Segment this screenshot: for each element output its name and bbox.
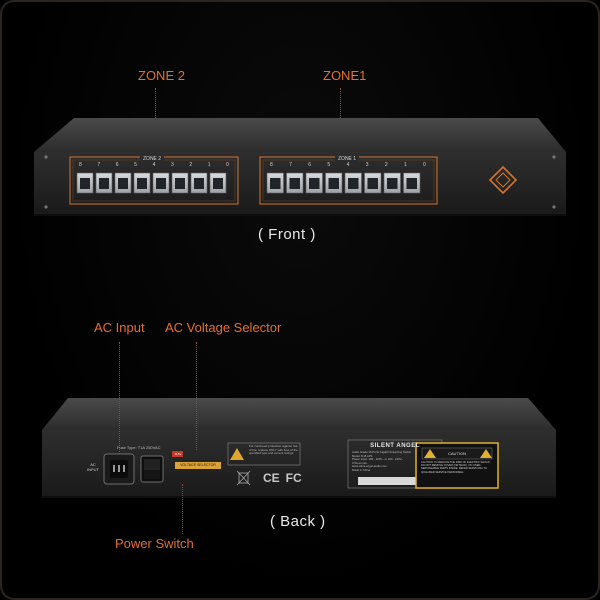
- ethernet-port-opening: [80, 178, 90, 189]
- ac-input-callout: AC Input: [94, 320, 145, 335]
- port-number: 0: [226, 162, 229, 168]
- voltage-selector-callout: AC Voltage Selector: [165, 320, 282, 335]
- product-info-line: Power Input: 100 - 120V~ or 220 - 240V~: [352, 457, 404, 462]
- voltage-selector-text: VOLTAGE SELECTOR: [180, 463, 216, 467]
- zone2-port-numbers: 8 7 6 5 4 3 2 1 0: [79, 162, 229, 168]
- ac-input-label: AC INPUT: [87, 462, 99, 472]
- ethernet-port-opening: [156, 178, 166, 189]
- ethernet-port-opening: [137, 178, 147, 189]
- port-number: 6: [115, 162, 119, 168]
- ethernet-port-opening: [99, 178, 109, 189]
- brand-logo: [488, 165, 518, 195]
- ethernet-port-opening: [406, 178, 417, 189]
- fuse-warning-label: [227, 442, 301, 466]
- port-number: 8: [270, 162, 273, 168]
- voltage-setting-value: 115V: [174, 452, 182, 456]
- certification-mark: CE: [263, 471, 280, 485]
- zone1-panel-label: ZONE 1: [335, 156, 360, 162]
- ethernet-port-opening: [175, 178, 185, 189]
- port-number: 5: [327, 162, 331, 168]
- zone2-panel-label: ZONE 2: [140, 156, 165, 162]
- ethernet-port-opening: [367, 178, 378, 189]
- certification-mark: FC: [285, 471, 302, 485]
- port-number: 4: [346, 162, 350, 168]
- product-info-line: 0.5A at max.: [352, 460, 368, 465]
- port-number: 4: [152, 162, 156, 168]
- power-switch-leader-line: [182, 484, 183, 534]
- fuse-warning-text: For continued protection against risk of…: [249, 445, 298, 456]
- port-number: 3: [365, 162, 369, 168]
- front-caption: ( Front ): [258, 226, 316, 243]
- voltage-selector-switch: [172, 451, 183, 457]
- port-number: 3: [170, 162, 174, 168]
- port-number: 8: [79, 162, 82, 168]
- caution-label: [415, 442, 499, 489]
- ethernet-port-opening: [289, 178, 300, 189]
- ethernet-port-opening: [328, 178, 339, 189]
- port-number: 1: [207, 162, 211, 168]
- caution-text: CAUTION: TO REDUCE THE RISK OF ELECTRIC …: [421, 461, 491, 474]
- serial-number-field: [358, 477, 434, 485]
- product-info-line: www.silent-angel-audio.com: [352, 464, 387, 469]
- certification-marks: CE FC: [263, 471, 302, 485]
- product-info-line: Made in China: [352, 467, 371, 472]
- ethernet-port-opening: [194, 178, 204, 189]
- back-caption: ( Back ): [270, 513, 326, 530]
- zone2-ethernet-ports: [76, 172, 227, 194]
- ethernet-port-opening: [213, 178, 223, 189]
- ethernet-port-opening: [387, 178, 398, 189]
- brand-name: SILENT ANGEL: [370, 443, 420, 449]
- zone1-callout: ZONE1: [323, 68, 367, 83]
- port-number: 0: [423, 162, 426, 168]
- ethernet-port-opening: [348, 178, 359, 189]
- port-number: 1: [403, 162, 407, 168]
- port-number: 6: [308, 162, 312, 168]
- product-info-line: Audio Grade 16 Ports Gigabit Streaming S…: [352, 451, 412, 454]
- port-number: 2: [384, 162, 388, 168]
- voltage-selector-leader-line: [196, 342, 197, 450]
- zone1-ethernet-ports: [266, 172, 421, 194]
- port-number: 7: [289, 162, 292, 168]
- caution-title: CAUTION: [448, 451, 466, 456]
- ac-input-socket: [103, 453, 135, 485]
- port-number: 5: [134, 162, 137, 168]
- zone2-callout: ZONE 2: [138, 68, 185, 83]
- voltage-selector-plate: [175, 462, 221, 469]
- fuse-type-label: Fuse Type: T1A 250VAC: [117, 445, 161, 450]
- zone1-port-numbers: 8 7 6 5 4 3 2 1 0: [270, 162, 426, 168]
- recycle-bin-icon: [236, 470, 251, 486]
- product-info-line: Model: N16 LPS: [352, 453, 373, 458]
- ac-input-leader-line: [119, 342, 120, 454]
- ethernet-port-opening: [309, 178, 320, 189]
- port-number: 7: [97, 162, 101, 168]
- power-switch-callout: Power Switch: [115, 536, 194, 551]
- power-switch: [140, 455, 164, 483]
- product-info-text: Audio Grade 16 Ports Gigabit Streaming S…: [352, 451, 440, 476]
- ethernet-port-opening: [270, 178, 281, 189]
- port-number: 2: [189, 162, 193, 168]
- ethernet-port-opening: [118, 178, 128, 189]
